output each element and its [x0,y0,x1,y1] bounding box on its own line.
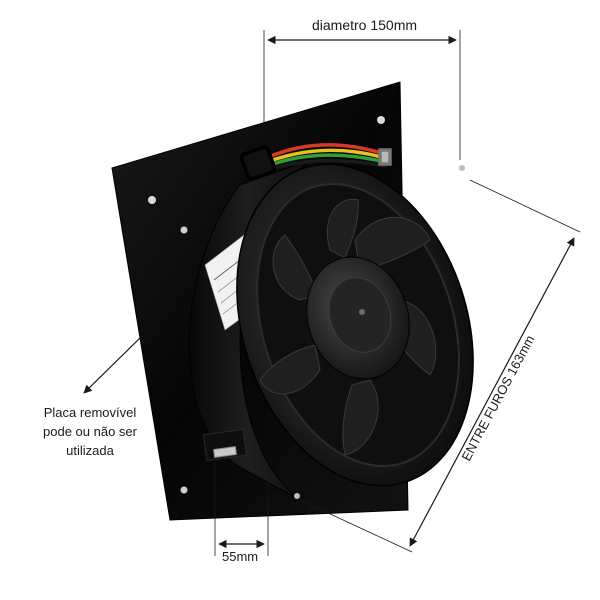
depth-label: 55mm [222,549,259,564]
fan-blade [259,344,321,395]
plate-note-line: pode ou não ser [43,424,137,439]
dimension-lines [83,30,581,556]
plate-note-line: utilizada [66,443,114,458]
diameter-label: diametro 150mm [312,17,418,33]
corner-screw-hole [294,493,300,499]
screw [212,445,238,459]
fan-blades [259,198,437,456]
fan-blade [342,379,379,456]
plate-note-arrow [83,337,141,394]
fan-blade [326,198,359,259]
plate-hole [180,486,188,494]
plate-hole [148,196,156,204]
plate-note-line: Placa removível [43,405,137,420]
hole-spacing-dimension [409,237,575,547]
plate-note-label: Placa removível pode ou não ser utilizad… [20,403,160,460]
corner-screw-hole [459,165,465,171]
power-wires [239,143,392,181]
plate-hole [180,226,188,234]
fan-blade [272,234,319,301]
plate-hole [377,116,385,124]
